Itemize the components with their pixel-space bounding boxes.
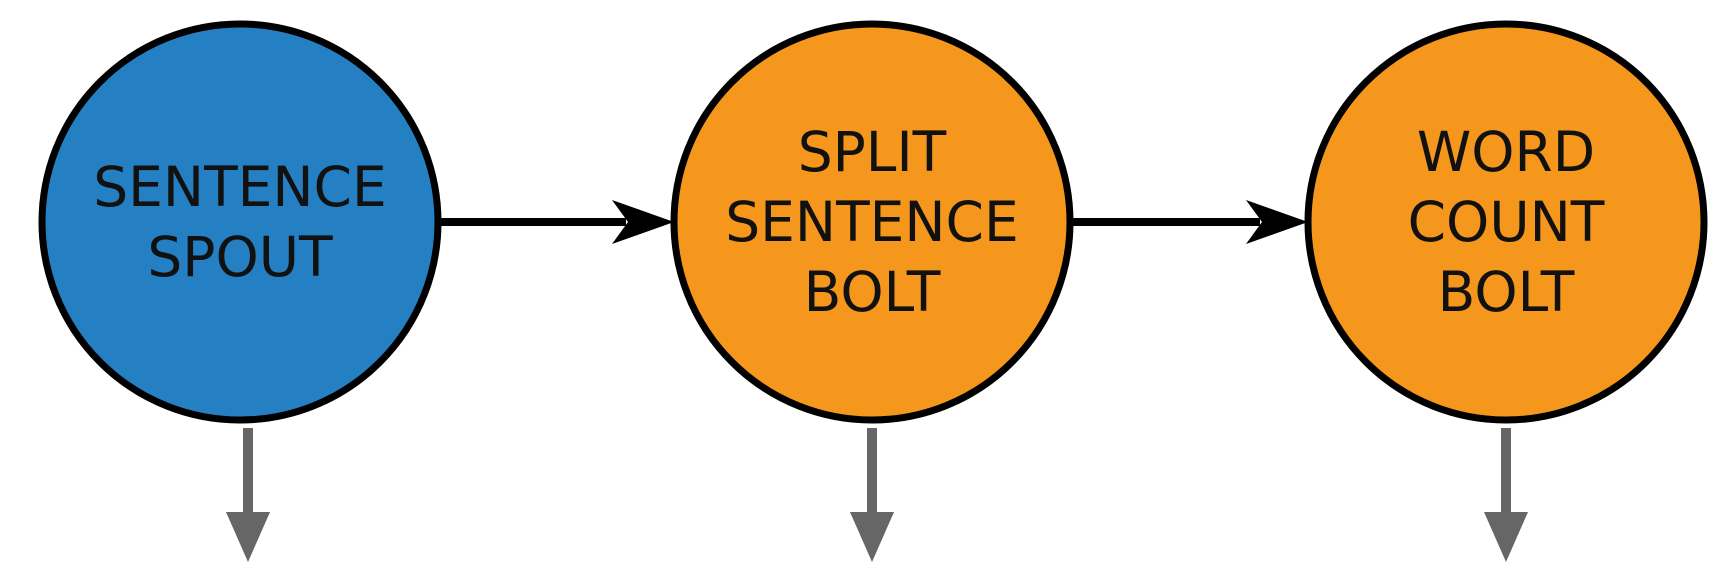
node-label-line: SENTENCE — [725, 190, 1018, 254]
edge-arrow-sentence-spout-to-split-sentence-bolt — [438, 200, 674, 244]
spout-circle — [38, 20, 442, 424]
output-arrow-word-count-bolt — [1484, 428, 1528, 562]
node-label-line: BOLT — [1438, 260, 1575, 324]
edge-arrow-split-sentence-bolt-to-word-count-bolt — [1070, 200, 1308, 244]
bolt-circle — [670, 20, 1074, 424]
node-label-line: SENTENCE — [93, 155, 386, 219]
node-label-line: WORD — [1417, 120, 1595, 184]
node-label-line: SPLIT — [798, 120, 947, 184]
node-label-line: BOLT — [804, 260, 941, 324]
down-arrow-icon — [226, 512, 270, 562]
output-arrow-split-sentence-bolt — [850, 428, 894, 562]
output-arrow-sentence-spout — [226, 428, 270, 562]
arrowhead-icon — [612, 200, 674, 244]
down-arrow-icon — [1484, 512, 1528, 562]
arrowhead-icon — [1246, 200, 1308, 244]
node-label-line: COUNT — [1408, 190, 1605, 254]
node-label-line: SPOUT — [147, 225, 333, 289]
down-arrow-icon — [850, 512, 894, 562]
bolt-circle — [1304, 20, 1708, 424]
